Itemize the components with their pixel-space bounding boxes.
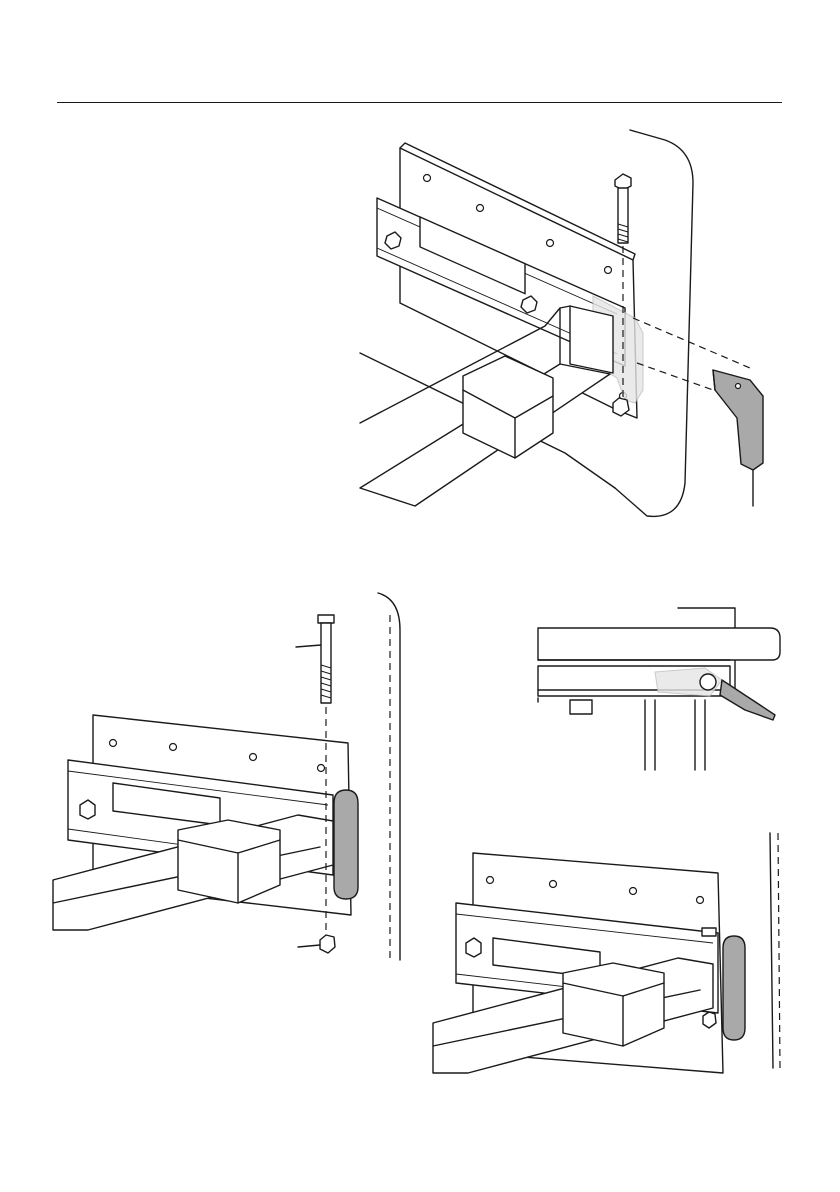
tube-end <box>570 306 613 373</box>
bolt-leader-line <box>296 645 321 647</box>
bolt-head <box>318 615 334 623</box>
bolt-nut-profile <box>570 700 592 714</box>
hex-bolt-head <box>466 938 481 957</box>
tube-sleeve <box>563 963 664 1046</box>
figure-assembled <box>428 828 790 1078</box>
figure-bolt-insertion <box>48 585 408 970</box>
grey-clip <box>723 936 745 1040</box>
lock-nut <box>320 935 335 953</box>
grey-clip <box>334 790 358 899</box>
tube-sleeve <box>178 820 280 903</box>
grey-clip-profile <box>720 680 775 720</box>
leg-profile <box>645 700 705 770</box>
header-rule <box>57 102 782 103</box>
hex-bolt-head <box>80 800 95 819</box>
figure-exploded-bracket <box>355 128 700 523</box>
installed-bolt-head <box>702 928 716 936</box>
figure-side-profile <box>530 600 792 772</box>
table-edge <box>378 593 400 960</box>
table-edge <box>770 833 773 1068</box>
table-top <box>538 628 780 660</box>
bolt-round-profile <box>700 674 716 690</box>
nut-leader-line <box>298 945 320 947</box>
